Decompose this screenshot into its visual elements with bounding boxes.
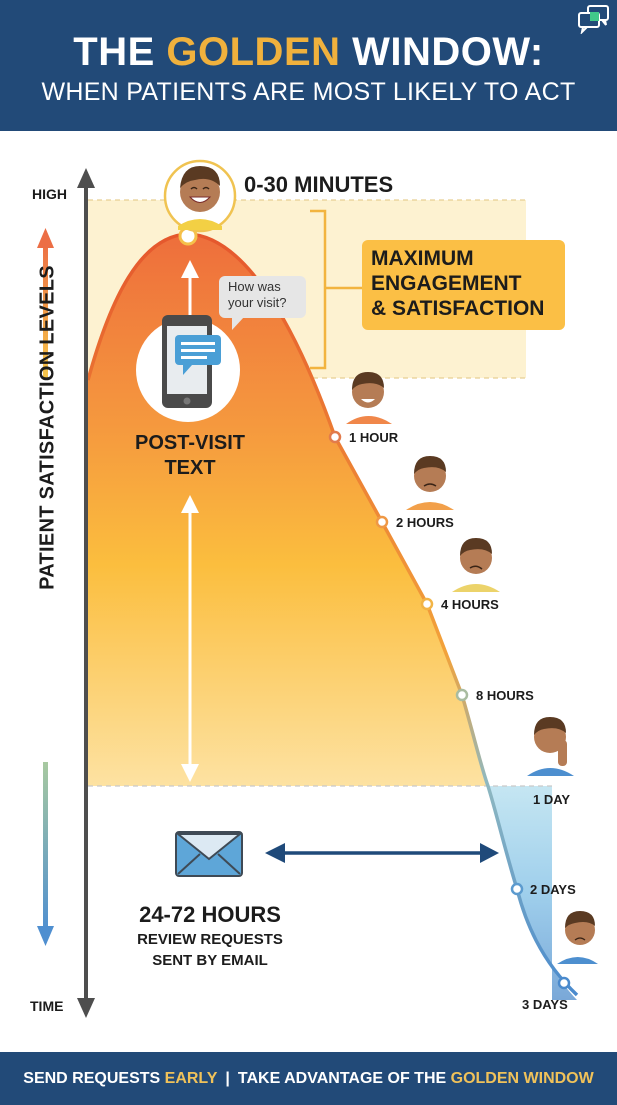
- email-window-title: 24-72 HOURS: [139, 902, 281, 927]
- callout-max-engagement: MAXIMUM ENGAGEMENT & SATISFACTION: [371, 246, 544, 321]
- title-suffix: WINDOW:: [340, 30, 544, 74]
- header-banner: THE GOLDEN WINDOW: WHEN PATIENTS ARE MOS…: [0, 0, 617, 131]
- tick-2-days: 2 DAYS: [530, 882, 576, 897]
- tick-3-days: 3 DAYS: [522, 997, 568, 1012]
- chart-area: HIGH TIME PATIENT SATISFACTION LEVELS 0-…: [0, 131, 617, 1052]
- y-axis-label: PATIENT SATISFACTION LEVELS: [36, 265, 59, 590]
- footer-highlight-early: EARLY: [164, 1070, 218, 1087]
- tick-8-hours: 8 HOURS: [476, 688, 534, 703]
- post-visit-line-1: POST-VISIT: [134, 432, 246, 454]
- title-prefix: THE: [73, 30, 167, 74]
- callout-line-2: ENGAGEMENT: [371, 272, 522, 295]
- email-window-line-2: SENT BY EMAIL: [152, 952, 268, 969]
- tick-2-hours: 2 HOURS: [396, 515, 454, 530]
- footer-part-2: TAKE ADVANTAGE OF THE: [237, 1070, 451, 1087]
- bubble-line-2: your visit?: [228, 295, 287, 310]
- page-subtitle: WHEN PATIENTS ARE MOST LIKELY TO ACT: [41, 78, 576, 106]
- page-title: THE GOLDEN WINDOW:: [0, 30, 617, 75]
- callout-line-1: MAXIMUM: [371, 247, 474, 270]
- post-visit-line-2: TEXT: [164, 457, 216, 479]
- peak-time-label: 0-30 MINUTES: [244, 172, 394, 197]
- post-visit-text-label: POST-VISIT TEXT: [110, 431, 270, 481]
- tick-4-hours: 4 HOURS: [441, 597, 499, 612]
- email-window-line-1: REVIEW REQUESTS: [137, 931, 283, 948]
- face-1hour: [346, 372, 392, 424]
- tick-1-day: 1 DAY: [533, 792, 571, 807]
- callout-line-3: & SATISFACTION: [371, 297, 545, 320]
- speech-bubble: How was your visit?: [228, 279, 287, 311]
- footer-separator: |: [225, 1070, 230, 1087]
- chat-bubbles-icon: [578, 5, 609, 34]
- footer-banner: SEND REQUESTS EARLY | TAKE ADVANTAGE OF TH…: [0, 1052, 617, 1105]
- y-axis-top-label: HIGH: [32, 186, 67, 202]
- footer-part-1: SEND REQUESTS: [23, 1070, 165, 1087]
- email-window-label: 24-72 HOURS REVIEW REQUESTS SENT BY EMAI…: [120, 901, 300, 971]
- x-axis-label: TIME: [30, 998, 64, 1014]
- chart-graphics: [37, 159, 598, 1018]
- title-highlight: GOLDEN: [166, 30, 341, 74]
- footer-highlight-golden-window: GOLDEN WINDOW: [450, 1070, 594, 1087]
- bubble-line-1: How was: [228, 279, 281, 294]
- tick-1-hour: 1 HOUR: [349, 430, 399, 445]
